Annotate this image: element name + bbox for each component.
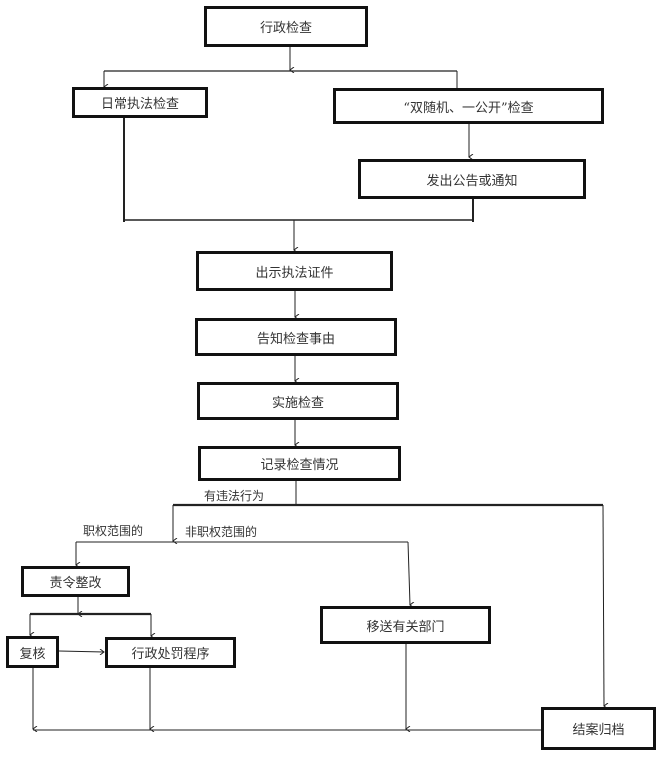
node-review: 复核 [6, 636, 59, 668]
node-routine-inspection: 日常执法检查 [72, 87, 208, 118]
node-label: 发出公告或通知 [426, 173, 518, 189]
label-outside-authority: 非职权范围的 [185, 525, 258, 539]
node-order-rectification: 责令整改 [21, 566, 130, 597]
connector-review-to-penalty [58, 651, 104, 652]
label-within-authority: 职权范围的 [83, 524, 144, 538]
node-label: 告知检查事由 [256, 331, 335, 347]
node-label: “双随机、一公开”检查 [403, 100, 534, 116]
node-label: 行政处罚程序 [131, 647, 210, 662]
node-label: 行政检查 [259, 21, 312, 36]
label-has-violation: 有违法行为 [204, 489, 265, 503]
node-label: 实施检查 [271, 395, 324, 411]
connector-to-transfer [407, 541, 410, 605]
node-label: 移送有关部门 [366, 619, 445, 635]
node-conduct-inspection: 实施检查 [197, 382, 399, 420]
node-label: 结案归档 [572, 723, 625, 738]
node-record-inspection: 记录检查情况 [198, 446, 401, 481]
node-admin-inspection: 行政检查 [204, 6, 368, 47]
node-admin-penalty: 行政处罚程序 [105, 637, 236, 668]
node-close-archive: 结案归档 [541, 707, 656, 750]
node-transfer-department: 移送有关部门 [320, 606, 491, 644]
node-show-credentials: 出示执法证件 [196, 251, 393, 291]
node-label: 日常执法检查 [100, 97, 179, 112]
node-label: 记录检查情况 [260, 458, 339, 473]
node-label: 复核 [19, 646, 46, 662]
node-random-inspection: “双随机、一公开”检查 [333, 88, 604, 124]
connector-to-archive [602, 504, 604, 706]
node-label: 出示执法证件 [255, 265, 334, 281]
node-inform-reason: 告知检查事由 [195, 318, 397, 356]
node-label: 责令整改 [49, 576, 102, 591]
node-issue-notice: 发出公告或通知 [358, 159, 586, 199]
